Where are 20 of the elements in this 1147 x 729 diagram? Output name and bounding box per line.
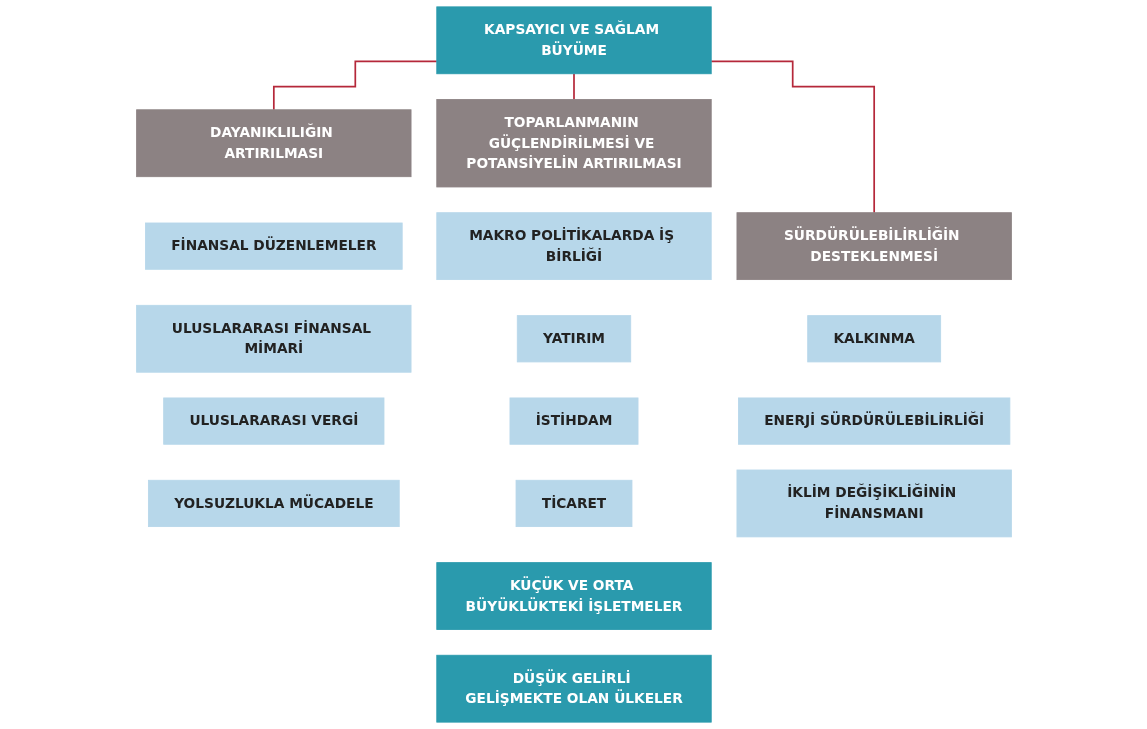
node-box: KÜÇÜK VE ORTA BÜYÜKLÜKTEKİ İŞLETMELER: [435, 562, 712, 630]
node-box: ULUSLARARASI FİNANSAL MİMARİ: [135, 304, 411, 373]
node-box: İSTİHDAM: [509, 397, 638, 445]
node-box: ENERJİ SÜRDÜRÜLEBİLİRLİĞİ: [737, 397, 1010, 445]
node-box: TOPARLANMANIN GÜÇLENDİRİLMESİ VE POTANSİYELİN ARTIRILMASI: [435, 99, 712, 188]
node-box: KALKINMA: [806, 315, 941, 363]
node-box: YATIRIM: [516, 315, 631, 363]
node-box: KAPSAYICI VE SAĞLAM BÜYÜME: [435, 6, 712, 75]
node-box: SÜRDÜRÜLEBİLİRLİĞİN DESTEKLENMESİ: [736, 212, 1012, 280]
node-box: TİCARET: [515, 479, 632, 528]
node-box: ULUSLARARASI VERGİ: [162, 397, 384, 445]
node-box: FİNANSAL DÜZENLEMELER: [144, 222, 403, 270]
node-box: İKLİM DEĞİŞİKLİĞİNİN FİNANSMANI: [736, 469, 1012, 538]
node-box: YOLSUZLUKLA MÜCADELE: [147, 479, 400, 528]
connector: [272, 60, 438, 111]
node-box: DÜŞÜK GELİRLİ GELİŞMEKTE OLAN ÜLKELER: [435, 654, 712, 723]
connector: [572, 72, 575, 101]
node-box: MAKRO POLİTİKALARDA İŞ BİRLİĞİ: [435, 212, 712, 280]
node-box: DAYANIKLILIĞIN ARTIRILMASI: [135, 109, 411, 178]
connector: [709, 60, 875, 214]
